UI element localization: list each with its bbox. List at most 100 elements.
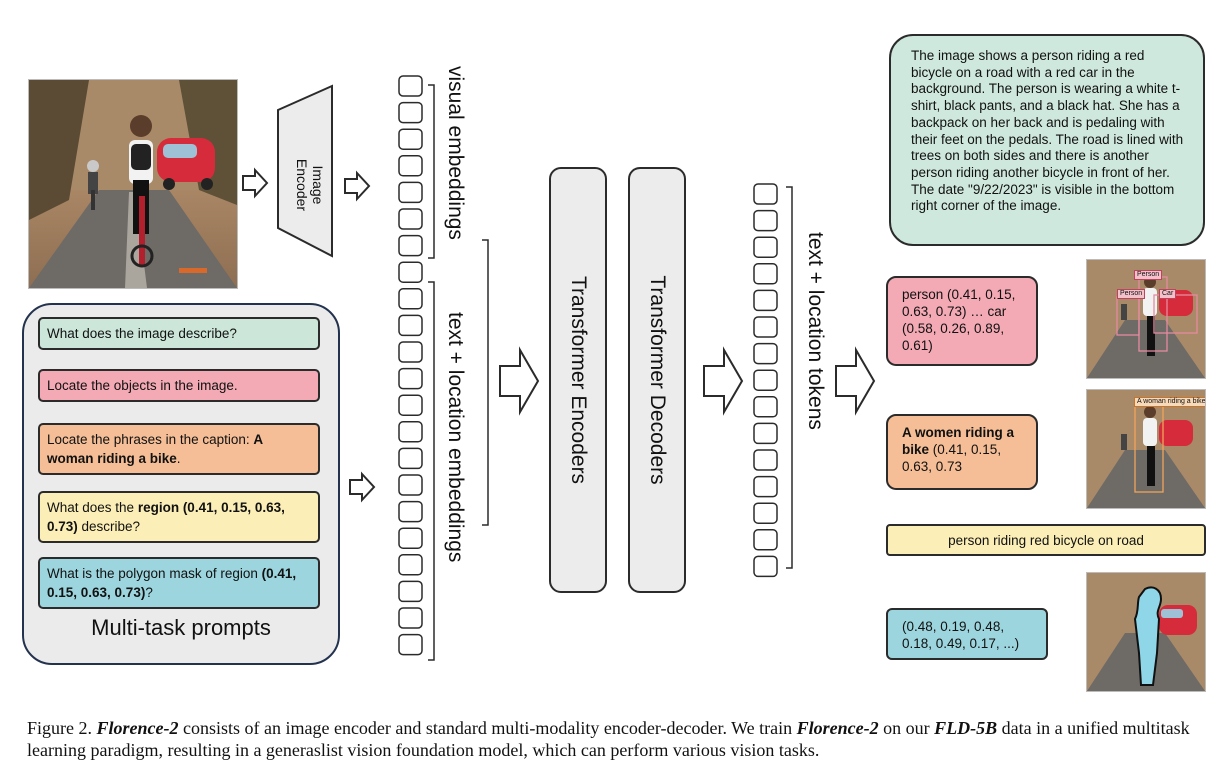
grounding-output: A women riding a bike (0.41, 0.15, 0.63,…	[886, 414, 1038, 490]
embedding-token-6	[398, 208, 423, 230]
region-caption-output: person riding red bicycle on road	[886, 524, 1206, 556]
prompt-4-text: What does the	[47, 500, 138, 515]
output-token-15	[753, 555, 778, 578]
embedding-token-7	[398, 234, 423, 257]
embedding-token-15	[398, 447, 423, 470]
embedding-token-5	[398, 181, 423, 204]
prompt-5-text: What is the polygon mask of region	[47, 566, 262, 581]
output-token-5	[753, 289, 778, 312]
embedding-token-4	[398, 155, 423, 177]
arrow-embeddings-to-encoders	[499, 346, 540, 416]
prompt-1-text: What does the image describe?	[47, 326, 237, 341]
visual-embeddings-bracket	[428, 84, 435, 259]
arrow-encoder-to-visual-embeddings	[344, 170, 371, 202]
prompt-3-bold-text: A woman riding a bike	[47, 432, 263, 466]
arrow-decoders-to-tokens	[703, 346, 744, 416]
text-location-embeddings-bracket	[428, 281, 435, 661]
prompt-3-trailing-text: .	[176, 451, 181, 466]
detection-output-text: person (0.41, 0.15, 0.63, 0.73) … car (0…	[902, 287, 1016, 353]
embedding-token-3	[398, 128, 423, 150]
visual-embeddings-label: visual embeddings	[444, 66, 467, 240]
grounding-output-phrase: A women riding a bike	[902, 425, 1015, 457]
embedding-token-22	[398, 633, 423, 656]
embedding-token-20	[398, 580, 423, 603]
segmentation-result-thumbnail	[1086, 572, 1206, 692]
detection-result-thumbnail: Person Person Car	[1086, 259, 1206, 379]
embedding-token-18	[398, 527, 423, 549]
caption-output: The image shows a person riding a red bi…	[889, 34, 1205, 246]
prompt-2: Locate the objects in the image.	[38, 369, 320, 402]
prompt-3: Locate the phrases in the caption: A wom…	[38, 423, 320, 475]
prompt-1: What does the image describe?	[38, 317, 320, 350]
transformer-encoders-block: Transformer Encoders	[549, 167, 607, 593]
arrow-prompts-to-text-embeddings	[349, 471, 376, 503]
embedding-token-14	[398, 421, 423, 443]
embedding-token-17	[398, 500, 423, 523]
multi-task-prompts-panel: What does the image describe? Locate the …	[22, 303, 340, 665]
output-token-6	[753, 316, 778, 338]
text-location-tokens-label: text + location tokens	[804, 232, 827, 430]
output-token-2	[753, 209, 778, 232]
polygon-output-text: (0.48, 0.19, 0.48, 0.18, 0.49, 0.17, ...…	[902, 619, 1020, 651]
text-location-embeddings-label: text + location embeddings	[444, 312, 467, 563]
figure-caption-model-name-1: Florence-2	[96, 718, 179, 738]
prompt-5: What is the polygon mask of region (0.41…	[38, 557, 320, 609]
embedding-token-13	[398, 394, 423, 416]
text-location-tokens-bracket	[786, 186, 793, 569]
transformer-encoders-label: Transformer Encoders	[567, 275, 590, 485]
figure-caption-model-name-2: Florence-2	[796, 718, 879, 738]
grounding-label: A woman riding a bike	[1134, 397, 1205, 407]
embeddings-brace	[482, 239, 489, 526]
embedding-token-1	[398, 75, 423, 97]
grounding-result-thumbnail: A woman riding a bike	[1086, 389, 1206, 509]
figure-caption-part-3: data in a unified multitask learning par…	[27, 718, 1190, 760]
output-token-4	[753, 263, 778, 285]
detection-output: person (0.41, 0.15, 0.63, 0.73) … car (0…	[886, 276, 1038, 366]
region-caption-output-text: person riding red bicycle on road	[948, 533, 1144, 548]
arrow-tokens-to-outputs	[835, 346, 876, 416]
prompt-5-bold-text: (0.41, 0.15, 0.63, 0.73)	[47, 566, 297, 600]
detection-label-person-top: Person	[1134, 270, 1163, 280]
figure-caption-part-1: consists of an image encoder and standar…	[178, 718, 797, 738]
output-token-3	[753, 236, 778, 258]
grounding-output-coords: (0.41, 0.15, 0.63, 0.73	[902, 442, 1002, 474]
image-encoder-label-line-1: Image	[310, 165, 326, 205]
embedding-token-8	[398, 261, 423, 283]
transformer-decoders-block: Transformer Decoders	[628, 167, 686, 593]
figure-caption: Figure 2. Florence-2 consists of an imag…	[27, 717, 1202, 761]
prompt-2-text: Locate the objects in the image.	[47, 378, 238, 393]
output-token-11	[753, 449, 778, 471]
embedding-token-19	[398, 554, 423, 576]
embedding-token-12	[398, 367, 423, 390]
embedding-token-16	[398, 474, 423, 496]
embedding-token-2	[398, 101, 423, 124]
embedding-token-column	[398, 75, 423, 656]
prompt-3-text: Locate the phrases in the caption:	[47, 432, 254, 447]
figure-caption-part-2: on our	[878, 718, 935, 738]
output-token-8	[753, 369, 778, 391]
image-encoder-block	[277, 84, 333, 258]
figure-caption-prefix: Figure 2.	[27, 718, 97, 738]
output-token-10	[753, 422, 778, 445]
output-token-14	[753, 529, 778, 551]
detection-label-car: Car	[1159, 289, 1177, 299]
output-token-1	[753, 183, 778, 205]
output-token-column	[753, 183, 778, 578]
prompt-4: What does the region (0.41, 0.15, 0.63, …	[38, 491, 320, 543]
arrow-image-to-encoder	[242, 167, 269, 199]
prompt-4-bold-text: region (0.41, 0.15, 0.63, 0.73)	[47, 500, 285, 534]
embedding-token-10	[398, 314, 423, 337]
prompts-panel-title: Multi-task prompts	[91, 615, 271, 640]
output-token-12	[753, 475, 778, 498]
image-encoder-label-line-2: Encoder	[294, 158, 310, 212]
output-token-9	[753, 396, 778, 418]
input-photo	[28, 79, 238, 289]
embedding-token-9	[398, 288, 423, 310]
embedding-token-21	[398, 607, 423, 629]
polygon-output: (0.48, 0.19, 0.48, 0.18, 0.49, 0.17, ...…	[886, 608, 1048, 660]
transformer-decoders-label: Transformer Decoders	[646, 275, 669, 485]
output-token-7	[753, 342, 778, 365]
detection-label-person-left: Person	[1117, 289, 1146, 299]
prompt-5-trailing-text: ?	[145, 585, 153, 600]
